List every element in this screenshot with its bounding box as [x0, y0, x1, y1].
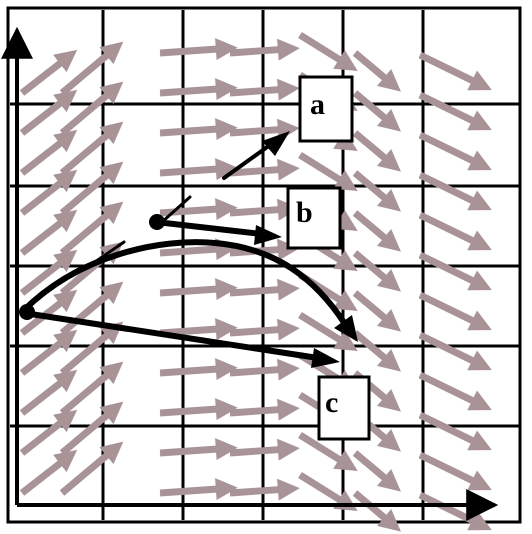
field-arrow-icon	[229, 198, 300, 221]
field-arrow-icon	[159, 358, 238, 381]
label-box-b: b	[286, 186, 342, 250]
start-point-left	[19, 304, 35, 320]
field-arrow-icon	[229, 78, 300, 101]
field-arrow-icon	[19, 89, 78, 136]
field-arrow-icon	[59, 401, 124, 456]
field-arrow-icon	[352, 330, 401, 372]
field-arrow-icon	[19, 249, 78, 296]
field-arrow-icon	[159, 398, 238, 421]
field-arrow-icon	[19, 329, 78, 376]
field-arrow-icon	[19, 289, 78, 336]
field-arrow-icon	[418, 171, 492, 211]
field-arrow-icon	[229, 278, 300, 301]
field-arrow-icon	[159, 438, 238, 461]
field-arrow-icon	[418, 411, 492, 451]
trajectory-a-tail	[160, 195, 192, 224]
field-arrow-icon	[19, 169, 78, 216]
field-arrow-icon	[159, 158, 238, 181]
field-arrow-icon	[418, 91, 492, 131]
field-arrow-icon	[229, 438, 300, 461]
label-box-a: a	[298, 75, 354, 143]
field-arrow-icon	[229, 398, 300, 421]
start-point-b	[149, 214, 165, 230]
field-arrow-icon	[418, 211, 492, 251]
field-arrow-icon	[159, 78, 238, 101]
field-arrow-icon	[418, 371, 492, 411]
axes	[1, 26, 499, 521]
field-arrow-icon	[19, 409, 78, 456]
trajectory-a	[222, 143, 272, 180]
field-arrow-icon	[352, 90, 401, 132]
field-arrow-icon	[59, 121, 124, 176]
field-arrow-icon	[298, 312, 358, 351]
field-arrow-icon	[229, 478, 300, 501]
curve-tick	[90, 240, 126, 266]
field-arrow-icon	[159, 198, 238, 221]
field-arrow-icon	[59, 201, 124, 256]
label-b: b	[296, 196, 313, 229]
trajectory-curve	[21, 239, 348, 327]
field-arrow-icon	[59, 321, 124, 376]
field-arrow-icon	[418, 131, 492, 171]
field-arrow-icon	[229, 318, 300, 341]
trajectory-a-head	[262, 131, 290, 156]
field-arrow-icon	[298, 32, 358, 71]
field-arrow-icon	[159, 478, 238, 501]
label-c: c	[325, 386, 338, 419]
field-arrow-icon	[59, 41, 124, 96]
trajectory-curve-head	[334, 315, 358, 342]
field-arrow-icon	[418, 51, 492, 91]
field-arrow-icon	[418, 451, 492, 491]
field-arrow-icon	[352, 450, 401, 492]
field-arrow-icon	[19, 449, 78, 496]
label-a: a	[310, 88, 325, 121]
field-arrow-icon	[352, 170, 401, 212]
field-arrow-icon	[352, 290, 401, 332]
field-arrow-icon	[418, 251, 492, 291]
field-arrow-icon	[298, 152, 358, 191]
field-arrow-icon	[159, 278, 238, 301]
field-arrow-icon	[59, 441, 124, 496]
field-arrow-icon	[352, 130, 401, 172]
label-box-c: c	[317, 375, 371, 441]
field-arrow-icon	[159, 38, 238, 61]
trajectory-c	[21, 310, 321, 361]
field-arrow-icon	[59, 361, 124, 416]
field-arrow-icon	[418, 291, 492, 331]
trajectory-b	[153, 219, 265, 237]
field-arrow-icon	[19, 209, 78, 256]
field-arrow-icon	[19, 129, 78, 176]
field-arrow-icon	[298, 432, 358, 471]
field-arrow-icon	[352, 250, 401, 292]
field-arrow-icon	[418, 331, 492, 371]
field-arrow-icon	[229, 118, 300, 141]
trajectory-c-head	[311, 348, 340, 368]
field-arrow-icon	[229, 38, 300, 61]
field-arrow-icon	[229, 158, 300, 181]
field-arrow-icon	[59, 161, 124, 216]
trajectories	[21, 131, 358, 368]
field-arrow-icon	[418, 491, 492, 531]
field-arrow-icon	[352, 490, 401, 532]
field-arrow-icon	[159, 118, 238, 141]
field-arrow-icon	[352, 50, 401, 92]
vector-field	[19, 32, 492, 532]
field-arrow-icon	[298, 472, 358, 511]
trajectory-b-head	[254, 225, 282, 245]
field-arrow-icon	[19, 49, 78, 96]
field-arrow-icon	[229, 358, 300, 381]
field-arrow-icon	[59, 81, 124, 136]
field-arrow-icon	[229, 238, 300, 261]
field-arrow-icon	[19, 369, 78, 416]
field-arrow-icon	[352, 210, 401, 252]
